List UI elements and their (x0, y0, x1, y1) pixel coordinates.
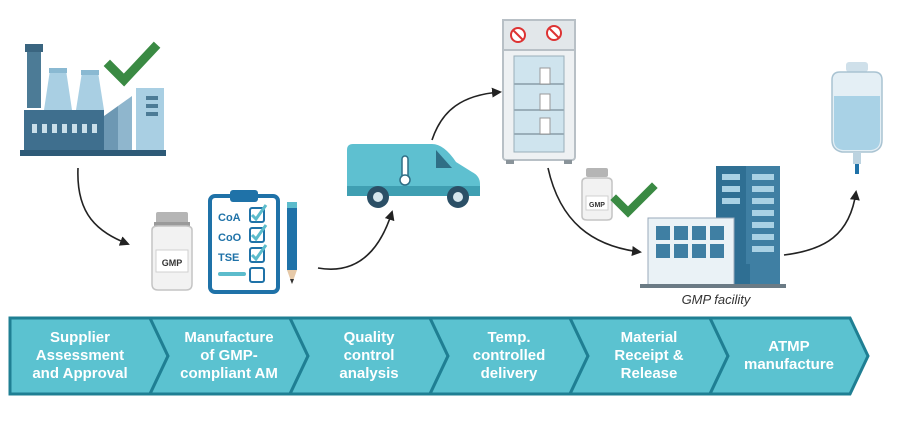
iv-bag-icon (831, 62, 883, 174)
clipboard-icon (208, 190, 280, 294)
factory-icon (20, 44, 166, 156)
step-label-line: delivery (480, 365, 538, 382)
step-label-line: Release (620, 365, 678, 382)
building-icon (640, 166, 786, 288)
bottle-icon-facility (581, 168, 613, 221)
step-label-line: of GMP- (200, 347, 258, 364)
step-label-line: Supplier (49, 329, 110, 346)
step-label-line: Assessment (35, 347, 125, 364)
step-label-line: Receipt & (614, 347, 684, 364)
step-label-line: analysis (339, 365, 399, 382)
step-label-line: Manufacture (184, 329, 274, 346)
step-label-line: Quality (343, 329, 395, 346)
fridge-icon (502, 19, 576, 164)
step-label-line: control (343, 347, 395, 364)
clipboard-item-0: CoA (218, 212, 241, 224)
van-icon (347, 144, 480, 208)
step-label-line: manufacture (743, 356, 835, 373)
arrow-clipboard-to-van (317, 210, 395, 270)
step-label-line: controlled (472, 347, 546, 364)
pencil-icon (287, 202, 297, 284)
step-label-line: compliant AM (180, 365, 278, 382)
arrow-fridge-to-facility (547, 167, 642, 256)
step-label-line: ATMP (768, 338, 810, 355)
bottle-icon (151, 212, 193, 291)
step-label-line: and Approval (32, 365, 128, 382)
step-label-line: Material (620, 329, 678, 346)
check-icon (610, 182, 658, 218)
step-chevron-5 (707, 316, 870, 396)
bottle-label-facility: GMP (589, 202, 605, 209)
bottle-label: GMP (162, 258, 183, 268)
check-icon (103, 41, 161, 87)
clipboard-item-2: TSE (218, 252, 239, 264)
facility-caption: GMP facility (682, 292, 752, 307)
arrow-van-to-fridge (431, 87, 502, 141)
arrow-facility-to-ivbag (783, 190, 860, 256)
arrow-factory-to-bottle (77, 167, 130, 246)
process-chevrons (8, 316, 870, 396)
step-label-line: Temp. (487, 329, 531, 346)
clipboard-item-1: CoO (218, 232, 242, 244)
flow-arrows (77, 87, 860, 270)
